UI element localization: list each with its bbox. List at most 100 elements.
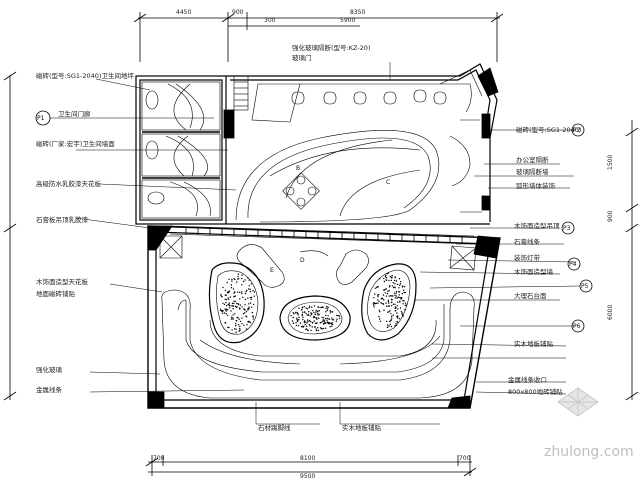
bottom-annotations: 石材踢脚线 实木地板铺贴 — [258, 423, 382, 432]
speckle-dot — [386, 305, 388, 307]
bathroom-fixtures — [141, 81, 221, 219]
speckle-dot — [391, 285, 394, 287]
speckle-dot — [323, 320, 326, 323]
speckle-dot — [328, 318, 331, 320]
speckle-dot — [296, 320, 299, 323]
speckle-dot — [392, 286, 395, 289]
speckle-dot — [313, 320, 316, 322]
speckle-dot — [239, 291, 241, 293]
speckle-dot — [241, 274, 243, 276]
speckle-dot — [301, 313, 303, 316]
speckle-dot — [372, 303, 374, 305]
tag-label: P1 — [37, 115, 45, 122]
speckle-dot — [235, 331, 237, 333]
speckle-dot — [234, 278, 236, 281]
speckle-dot — [311, 322, 314, 324]
speckle-dot — [387, 324, 389, 326]
speckle-dot — [394, 306, 396, 308]
speckle-dot — [301, 308, 303, 311]
tag-bubble-left: P1 — [35, 110, 51, 126]
speckle-dot — [379, 318, 381, 320]
speckle-dot — [326, 308, 329, 310]
speckle-dot — [230, 318, 233, 320]
speckle-dot — [248, 306, 250, 308]
speckle-dot — [239, 325, 241, 328]
speckle-dot — [228, 302, 230, 304]
speckle-dot — [238, 318, 240, 320]
speckle-dot — [234, 305, 237, 308]
speckle-dot — [233, 300, 235, 302]
label-top-1: 强化玻璃隔断(型号:KZ-20) — [292, 43, 370, 52]
speckle-dot — [244, 312, 246, 314]
speckle-dot — [238, 330, 240, 332]
speckle-dot — [247, 309, 249, 311]
speckle-dot — [378, 316, 380, 318]
speckle-dot — [339, 317, 341, 319]
speckle-dot — [405, 304, 407, 306]
speckle-dot — [391, 299, 393, 301]
speckle-dot — [235, 281, 238, 283]
speckle-dot — [402, 300, 404, 302]
speckle-dot — [388, 325, 390, 327]
speckle-dot — [317, 314, 319, 316]
speckle-dot — [320, 306, 322, 309]
speckle-dot — [381, 302, 383, 305]
speckle-dot — [298, 316, 300, 319]
speckle-dot — [309, 325, 311, 327]
speckle-dot — [296, 317, 298, 319]
speckle-dot — [250, 296, 253, 299]
label-bottom-1: 石材踢脚线 — [258, 423, 291, 432]
speckle-dot — [249, 302, 252, 304]
label-left-6: 木饰面造型天花板 — [36, 277, 89, 286]
speckle-dot — [394, 297, 397, 299]
speckle-dot — [250, 283, 252, 285]
speckle-dot — [222, 286, 224, 289]
bottom-dim-3: 700 — [459, 455, 471, 462]
speckle-dot — [244, 304, 246, 306]
speckle-dot — [231, 302, 234, 305]
speckle-dot — [290, 315, 292, 317]
speckle-dot — [298, 319, 300, 321]
speckle-dot — [225, 305, 228, 307]
speckle-dot — [401, 312, 403, 314]
speckle-dot — [390, 279, 392, 282]
label-left-3: 磁砖(厂家:宏宇)卫生间墙面 — [36, 139, 115, 148]
speckle-dot — [323, 327, 325, 330]
speckle-dot — [245, 315, 247, 317]
speckle-dot — [395, 323, 397, 325]
speckle-dot — [248, 279, 250, 281]
watermark-text: zhulong.com — [544, 444, 634, 460]
screen-band-ticks — [185, 226, 463, 244]
speckle-dot — [392, 295, 394, 297]
speckle-dot — [394, 283, 396, 285]
speckle-dot — [394, 310, 396, 312]
speckle-dot — [224, 322, 227, 324]
speckle-dot — [295, 324, 298, 327]
watermark-logo — [557, 387, 599, 417]
speckle-dot — [390, 305, 393, 307]
speckle-dot — [390, 319, 393, 321]
speckle-dot — [386, 273, 388, 275]
speckle-dot — [233, 278, 235, 280]
right-dim-3: 6000 — [607, 305, 614, 320]
speckle-dot — [235, 328, 237, 330]
speckle-dot — [304, 323, 306, 326]
speckle-dot — [397, 301, 399, 303]
speckle-dot — [225, 298, 228, 301]
speckle-dot — [329, 326, 331, 328]
leader-lines — [50, 62, 581, 425]
speckle-dot — [317, 306, 319, 308]
speckle-dot — [247, 307, 249, 310]
speckle-dot — [296, 312, 299, 314]
speckle-dot — [318, 310, 320, 312]
speckle-dot — [379, 320, 382, 322]
speckle-dot — [241, 284, 243, 286]
speckle-dot — [324, 317, 327, 320]
speckle-dot — [398, 318, 401, 320]
speckle-dot — [313, 312, 315, 314]
speckle-dot — [306, 308, 309, 310]
speckle-dot — [230, 284, 232, 286]
speckle-dot — [250, 298, 252, 300]
speckle-dot — [311, 306, 313, 308]
speckle-dot — [230, 310, 232, 312]
